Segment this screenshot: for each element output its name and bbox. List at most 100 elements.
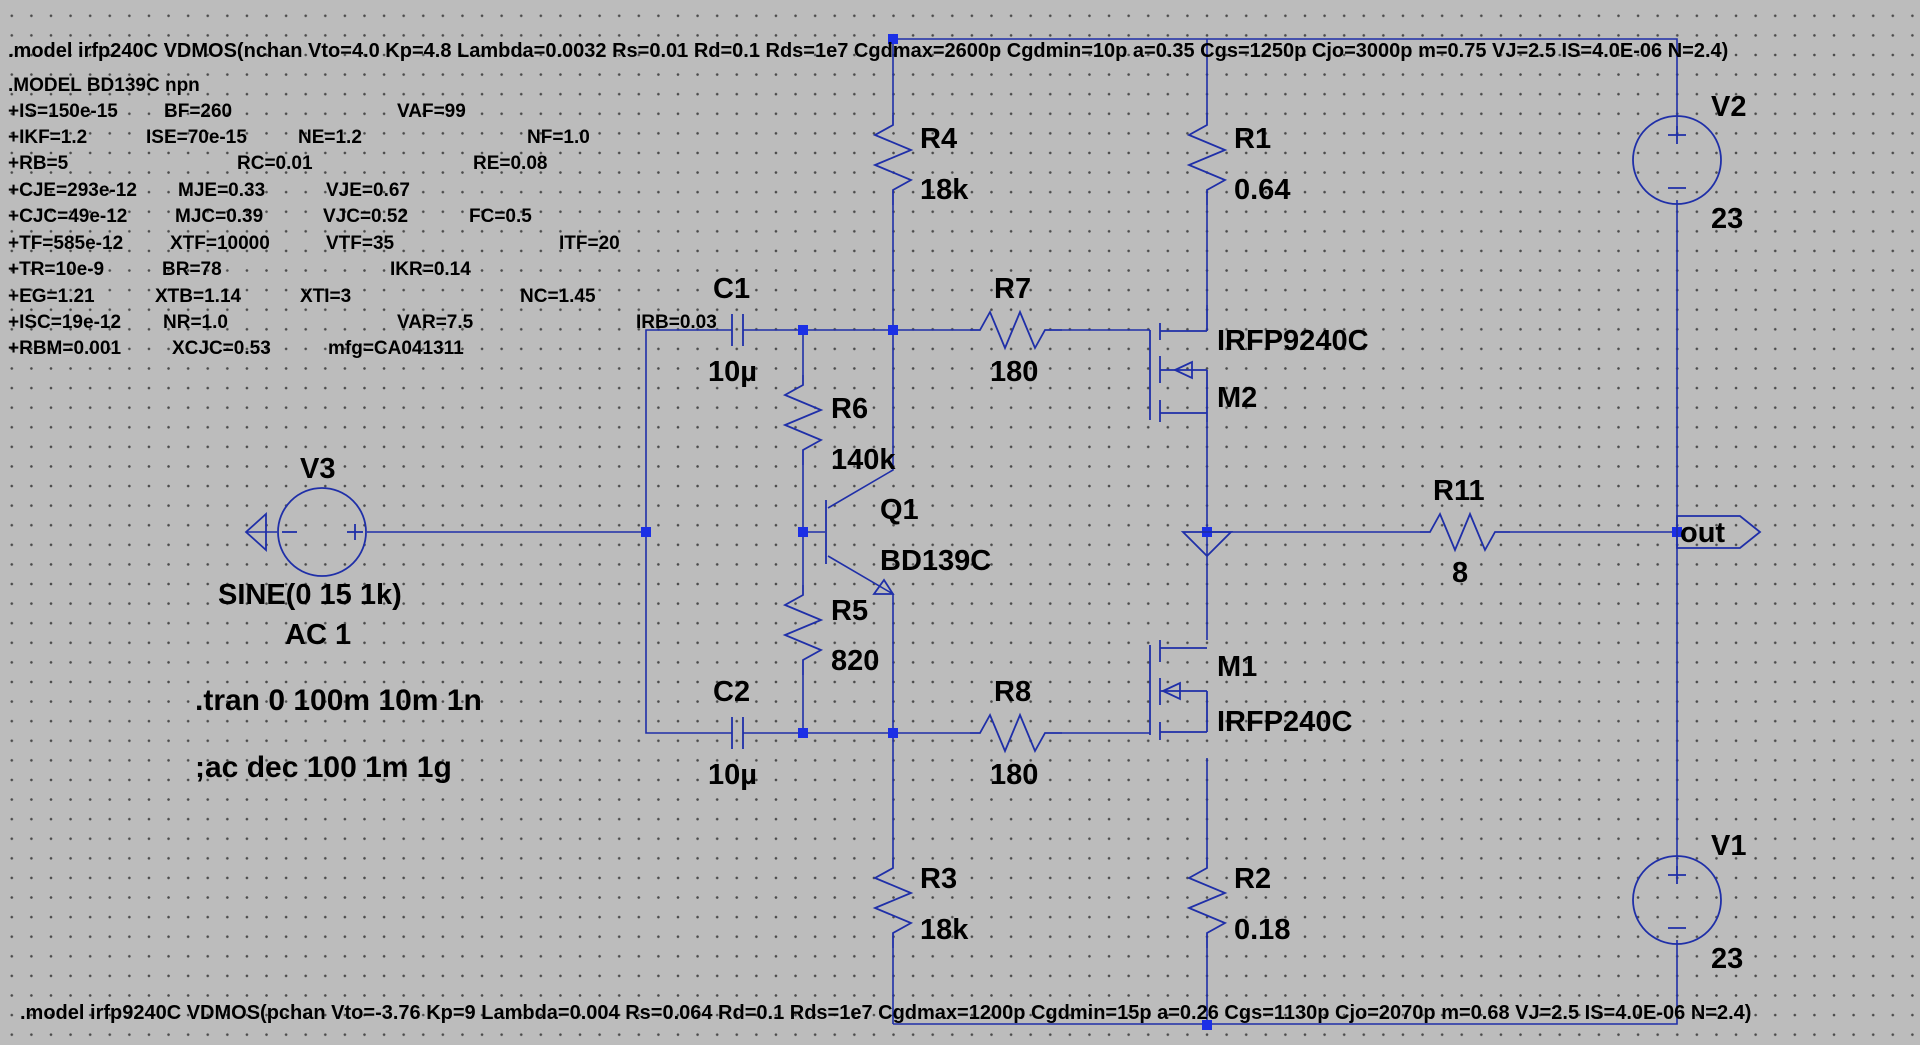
model-param: +RB=5 — [8, 153, 69, 174]
model-param: NE=1.2 — [298, 127, 362, 148]
model-param: BF=260 — [164, 101, 232, 122]
label-r7-name: R7 — [994, 273, 1031, 305]
label-c2-value: 10µ — [708, 759, 757, 791]
model-param: NR=1.0 — [163, 312, 228, 333]
resistor-r2[interactable] — [1186, 858, 1228, 948]
junction-dot — [888, 728, 898, 738]
resistor-r4[interactable] — [872, 115, 914, 205]
wire-bottom-rail[interactable] — [893, 940, 1678, 1025]
model-param: VJE=0.67 — [326, 180, 410, 201]
model-param: +EG=1.21 — [8, 286, 95, 307]
label-r1-name: R1 — [1234, 123, 1271, 155]
ground-icon — [244, 511, 267, 553]
junction-dot — [798, 728, 808, 738]
net-label-out: out — [1680, 517, 1725, 549]
label-r6-value: 140k — [831, 444, 896, 476]
model-param: RE=0.08 — [473, 153, 547, 174]
label-v2-name: V2 — [1711, 91, 1746, 123]
model-param: +ISC=19e-12 — [8, 312, 121, 333]
model-param: +IS=150e-15 — [8, 101, 118, 122]
label-r11-value: 8 — [1452, 557, 1468, 589]
model-param: ISE=70e-15 — [146, 127, 247, 148]
model-param: XTF=10000 — [170, 233, 270, 254]
resistor-r3[interactable] — [872, 858, 914, 948]
model-irfp240c: .model irfp240C VDMOS(nchan Vto=4.0 Kp=4… — [8, 40, 1728, 62]
resistor-r7[interactable] — [970, 309, 1062, 351]
wire-top-rail[interactable] — [893, 38, 1678, 130]
source-v1[interactable] — [1632, 855, 1722, 945]
label-r2-value: 0.18 — [1234, 914, 1290, 946]
model-param: XCJC=0.53 — [172, 338, 271, 359]
label-c1-value: 10µ — [708, 356, 757, 388]
label-q1-value: BD139C — [880, 545, 991, 577]
mosfet-m2[interactable] — [1149, 305, 1208, 422]
bd139-model-header: .MODEL BD139C npn — [8, 75, 200, 96]
resistor-r1[interactable] — [1186, 115, 1228, 205]
source-v3[interactable] — [277, 487, 367, 577]
model-param: IRB=0.03 — [636, 312, 717, 333]
junction-dot — [1202, 1020, 1212, 1030]
junction-dot — [888, 325, 898, 335]
model-param: MJE=0.33 — [178, 180, 265, 201]
model-param: NF=1.0 — [527, 127, 590, 148]
label-r3-name: R3 — [920, 863, 957, 895]
net-label-out-flag[interactable] — [1676, 515, 1762, 549]
junction-dot — [888, 34, 898, 44]
label-r3-value: 18k — [920, 914, 969, 946]
junction-dot — [798, 325, 808, 335]
label-v1-value: 23 — [1711, 943, 1743, 975]
directive-tran[interactable]: .tran 0 100m 10m 1n — [195, 684, 482, 717]
label-r11-name: R11 — [1433, 475, 1485, 507]
label-r5-name: R5 — [831, 595, 868, 627]
source-v2[interactable] — [1632, 115, 1722, 205]
wire-q1-collector[interactable] — [827, 330, 894, 509]
model-param: ITF=20 — [559, 233, 620, 254]
label-m1-value: IRFP240C — [1217, 706, 1352, 738]
label-r8-value: 180 — [990, 759, 1038, 791]
label-c1-name: C1 — [713, 273, 750, 305]
label-v2-value: 23 — [1711, 203, 1743, 235]
model-param: MJC=0.39 — [175, 206, 263, 227]
model-param: mfg=CA041311 — [328, 338, 464, 359]
label-m2-name: M2 — [1217, 382, 1257, 414]
model-param: XTB=1.14 — [155, 286, 242, 307]
resistor-r8[interactable] — [970, 712, 1062, 754]
label-r1-value: 0.64 — [1234, 174, 1290, 206]
model-param: +TF=585e-12 — [8, 233, 123, 254]
capacitor-c1[interactable] — [731, 314, 744, 346]
model-param: +CJE=293e-12 — [8, 180, 137, 201]
model-param: BR=78 — [162, 259, 222, 280]
transistor-q1[interactable] — [825, 500, 895, 595]
model-param: FC=0.5 — [469, 206, 532, 227]
label-r6-name: R6 — [831, 393, 868, 425]
model-param: VJC=0.52 — [323, 206, 408, 227]
label-r4-name: R4 — [920, 123, 957, 155]
label-r5-value: 820 — [831, 645, 879, 677]
model-param: VTF=35 — [326, 233, 395, 254]
label-r4-value: 18k — [920, 174, 969, 206]
label-m2-value: IRFP9240C — [1217, 325, 1369, 357]
model-param: +IKF=1.2 — [8, 127, 87, 148]
label-r8-name: R8 — [994, 676, 1031, 708]
model-param: VAF=99 — [397, 101, 466, 122]
wire-input-c2[interactable] — [645, 535, 732, 734]
model-param: XTI=3 — [300, 286, 351, 307]
model-param: IKR=0.14 — [390, 259, 471, 280]
wire-input-c1[interactable] — [645, 329, 732, 535]
label-v3-value2: AC 1 — [285, 619, 351, 651]
resistor-r5[interactable] — [782, 585, 824, 675]
junction-dot — [641, 527, 651, 537]
directive-ac[interactable]: ;ac dec 100 1m 1g — [195, 751, 452, 784]
resistor-r11[interactable] — [1420, 511, 1510, 553]
model-param: +CJC=49e-12 — [8, 206, 127, 227]
model-param: RC=0.01 — [237, 153, 313, 174]
resistor-r6[interactable] — [782, 375, 824, 465]
mosfet-m1[interactable] — [1149, 640, 1208, 740]
capacitor-c2[interactable] — [731, 717, 744, 749]
label-q1-name: Q1 — [880, 494, 919, 526]
label-v3-value1: SINE(0 15 1k) — [218, 579, 402, 611]
label-v3-name: V3 — [300, 453, 335, 485]
model-param: +RBM=0.001 — [8, 338, 121, 359]
label-c2-name: C2 — [713, 676, 750, 708]
